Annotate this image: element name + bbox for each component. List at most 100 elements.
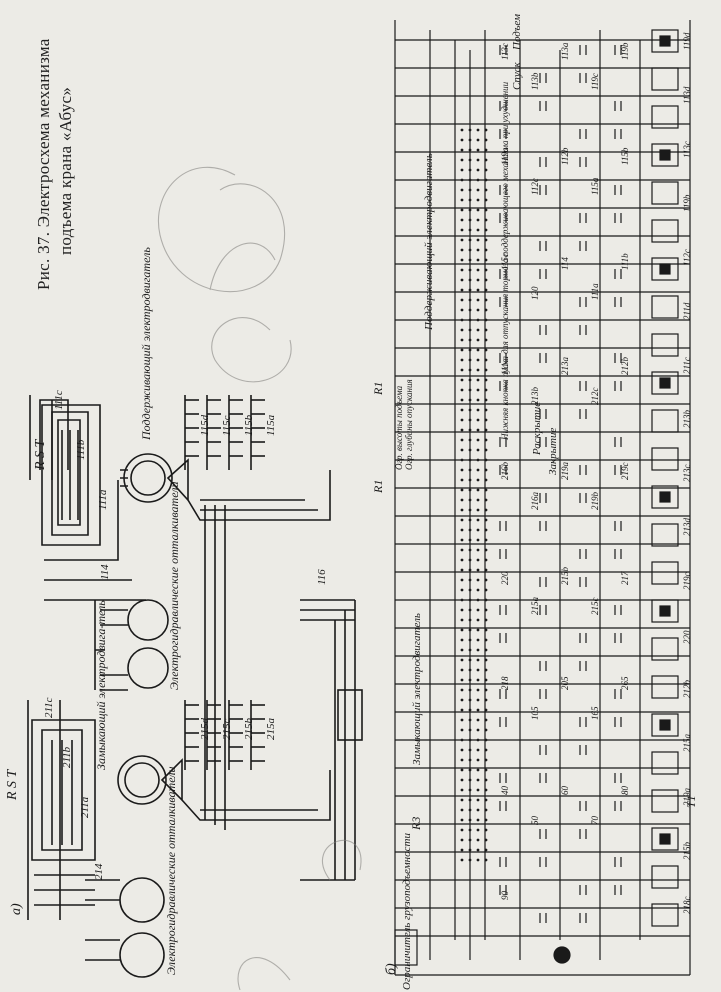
contact-214-label: 214 [93,863,105,880]
drum-contact-dot [460,508,464,512]
pusher-top-label: Электрогидравлические отталкиватели [167,482,181,690]
drum-contact-dot [460,848,464,852]
supply-label-bottom: R S T [5,768,20,801]
drum-contact-dot [468,358,472,362]
contact-number: 114 [560,257,570,270]
drum-contact-dot [476,498,480,502]
drum-contact-dot [460,638,464,642]
drum-contact-dot [476,268,480,272]
contact-number: 120 [530,286,540,300]
drum-contact-dot [460,208,464,212]
drum-contact-dot [460,238,464,242]
drum-contact-dot [476,648,480,652]
drum-contact-dot [476,298,480,302]
drum-contact-dot [468,738,472,742]
relay-coil-filled [659,263,671,275]
drum-contact-dot [460,128,464,132]
drum-contact-dot [460,228,464,232]
drum-contact-dot [468,258,472,262]
drum-contact-dot [460,198,464,202]
panel-b-control-circuit [394,20,691,976]
drum-contact-dot [460,428,464,432]
panel-a-power-circuit [27,395,363,978]
drum-contact-dot [476,668,480,672]
relay-coil-label: 218c [682,897,692,915]
drum-contact-dot [476,538,480,542]
drum-contact-dot [484,408,488,412]
drum-contact-dot [484,318,488,322]
drum-contact-dot [476,818,480,822]
drum-contact-dot [484,818,488,822]
drum-contact-dot [468,208,472,212]
drum-contact-dot [468,558,472,562]
drum-contact-dot [476,188,480,192]
drum-contact-dot [460,668,464,672]
relay-coil-filled [659,833,671,845]
drum-contact-dot [484,288,488,292]
contact-number: 60 [560,786,570,796]
drum-contact-dot [484,808,488,812]
contact-number: 115a [590,177,600,195]
closing-motor-inner [124,762,160,798]
contact-number: 216a [530,492,540,511]
panel-b-tag: б) [384,963,399,975]
pusher-bottom-leads [85,879,120,961]
drum-contact-dot [468,238,472,242]
drum-contact-dot [476,278,480,282]
drum-contact-dot [468,218,472,222]
drum-contact-dot [460,678,464,682]
drum-contact-dot [460,568,464,572]
drum-contact-dot [460,798,464,802]
drum-contact-dot [484,208,488,212]
contact-number: 70 [590,816,600,826]
relay-coil [651,447,679,471]
contact-number: 105 [530,706,540,720]
drum-contact-dot [476,738,480,742]
drum-contact-dot [484,258,488,262]
drum-contact-dot [476,258,480,262]
drum-contact-dot [484,488,488,492]
drum-contact-dot [460,388,464,392]
drum-contact-dot [468,768,472,772]
relay-coil [651,295,679,319]
drum-contact-dot [468,538,472,542]
drum-contact-dot [484,588,488,592]
contact-number: 265 [620,676,630,690]
drum-contact-dot [460,698,464,702]
drum-contact-dot [460,368,464,372]
height-limit-text: Огр. высоты подъема [394,385,404,470]
drum-contact-dot [468,378,472,382]
relay-coil [651,827,679,851]
relay-coil-filled [659,605,671,617]
drum-contact-dot [468,328,472,332]
drum-contact-dot [460,648,464,652]
label-R3: R3 [409,817,423,831]
drum-contact-dot [468,268,472,272]
contact-number: 212c [590,388,600,406]
drum-contact-dot [484,608,488,612]
relay-coil [651,143,679,167]
contact-number: 218 [500,676,510,690]
label-T1: T1 [684,795,698,808]
relay-coil-label: 112c [682,249,692,266]
contact-number: 219c [620,463,630,481]
contact-number: 112b [560,147,570,165]
drum-contact-dot [468,228,472,232]
contact-number: 115b [620,147,630,165]
drum-contact-dot [476,568,480,572]
drum-contact-dot [476,798,480,802]
drum-contact-dot [484,778,488,782]
drum-contact-dot [476,698,480,702]
drum-contact-dot [476,588,480,592]
drum-contact-dot [468,608,472,612]
drum-contact-dot [476,708,480,712]
drum-contact-dot [484,558,488,562]
relay-label-111: 111a [97,489,109,510]
resistor-215-label: 215d [199,718,211,741]
relay-coil [651,751,679,775]
drum-contact-dot [468,438,472,442]
drum-contact-dot [468,798,472,802]
relay-coil [651,257,679,281]
drum-contact-dot [476,768,480,772]
drum-contact-dot [468,688,472,692]
